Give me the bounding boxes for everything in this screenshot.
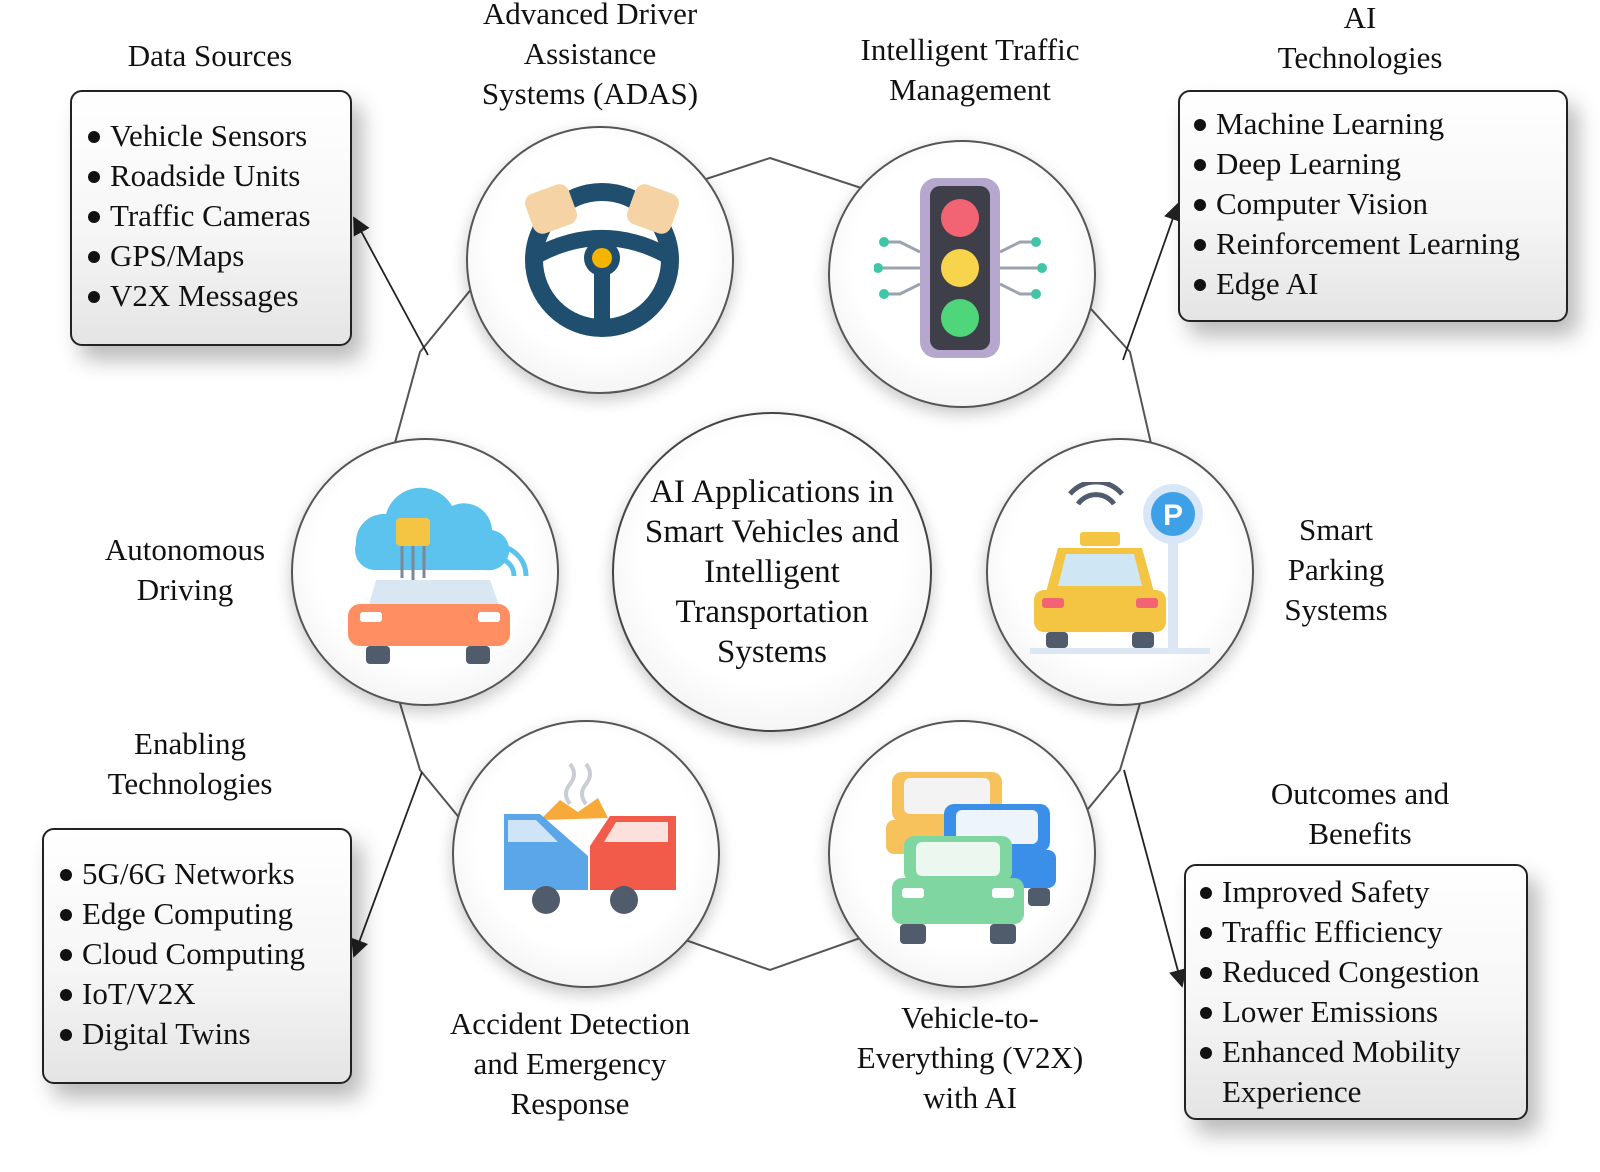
list-item: Improved Safety — [1198, 872, 1526, 912]
arrow-enabling-technologies — [351, 771, 423, 958]
data-sources-list: Vehicle Sensors Roadside Units Traffic C… — [86, 116, 350, 316]
list-item: IoT/V2X — [58, 974, 350, 1014]
outcomes-box: Improved Safety Traffic Efficiency Reduc… — [1184, 864, 1528, 1120]
parking-label: Smart Parking Systems — [1284, 512, 1388, 627]
steering-wheel-icon — [525, 183, 679, 337]
smart-parking-icon: P — [1030, 482, 1210, 654]
center-title: AI Applications in Smart Vehicles and In… — [644, 474, 900, 670]
ai-technologies-title: AI Technologies — [1277, 0, 1443, 75]
list-item: Traffic Efficiency — [1198, 912, 1526, 952]
list-item: GPS/Maps — [86, 236, 350, 276]
traffic-light-icon — [874, 178, 1047, 358]
autonomous-car-icon — [348, 487, 529, 664]
arrow-data-sources — [353, 216, 429, 356]
list-item: Computer Vision — [1192, 184, 1566, 224]
car-crash-icon — [504, 762, 676, 914]
list-item: V2X Messages — [86, 276, 350, 316]
ai-technologies-list: Machine Learning Deep Learning Computer … — [1192, 104, 1566, 304]
outcomes-title: Outcomes and Benefits — [1270, 776, 1450, 851]
autonomous-label: Autonomous Driving — [104, 532, 266, 607]
enabling-technologies-list: 5G/6G Networks Edge Computing Cloud Comp… — [58, 854, 350, 1054]
list-item: Machine Learning — [1192, 104, 1566, 144]
v2x-label: Vehicle-to- Everything (V2X) with AI — [856, 1000, 1084, 1115]
list-item: Reduced Congestion — [1198, 952, 1526, 992]
list-item: Enhanced Mobility Experience — [1198, 1032, 1526, 1112]
adas-label: Advanced Driver Assistance Systems (ADAS… — [481, 0, 699, 111]
accident-label: Accident Detection and Emergency Respons… — [449, 1006, 691, 1121]
list-item: 5G/6G Networks — [58, 854, 350, 894]
list-item: Deep Learning — [1192, 144, 1566, 184]
list-item: Vehicle Sensors — [86, 116, 350, 156]
svg-text:P: P — [1163, 499, 1183, 532]
ring-outline — [358, 156, 1182, 972]
center-hub-circle — [612, 412, 932, 732]
connected-cars-icon — [886, 772, 1056, 944]
list-item: Roadside Units — [86, 156, 350, 196]
arrow-ai-technologies — [1122, 202, 1182, 361]
traffic-label: Intelligent Traffic Management — [860, 32, 1080, 107]
list-item: Edge AI — [1192, 264, 1566, 304]
list-item: Traffic Cameras — [86, 196, 350, 236]
data-sources-title: Data Sources — [127, 38, 293, 73]
list-item: Digital Twins — [58, 1014, 350, 1054]
arrow-outcomes — [1123, 769, 1187, 988]
ai-technologies-box: Machine Learning Deep Learning Computer … — [1178, 90, 1568, 322]
list-item: Reinforcement Learning — [1192, 224, 1566, 264]
outcomes-list: Improved Safety Traffic Efficiency Reduc… — [1198, 872, 1526, 1112]
list-item: Lower Emissions — [1198, 992, 1526, 1032]
enabling-technologies-box: 5G/6G Networks Edge Computing Cloud Comp… — [42, 828, 352, 1084]
enabling-technologies-title: Enabling Technologies — [107, 726, 273, 801]
list-item: Cloud Computing — [58, 934, 350, 974]
list-item: Edge Computing — [58, 894, 350, 934]
data-sources-box: Vehicle Sensors Roadside Units Traffic C… — [70, 90, 352, 346]
